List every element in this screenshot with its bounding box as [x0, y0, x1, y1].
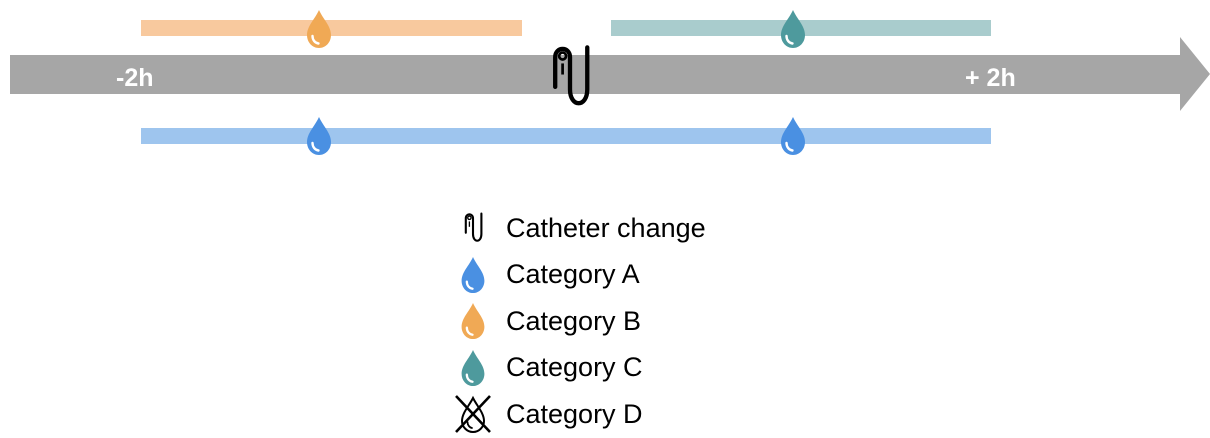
crossed-drop-icon — [455, 395, 491, 434]
blue-drop-icon — [460, 255, 486, 294]
legend-item-category-b: Category B — [450, 298, 706, 345]
category-b-drop-icon — [305, 9, 333, 49]
legend-item-catheter-change: Catheter change — [450, 205, 706, 252]
legend-label: Category D — [506, 398, 643, 429]
legend-item-category-c: Category C — [450, 345, 706, 392]
legend: Catheter change Category A Category B Ca… — [450, 205, 706, 438]
category-c-drop-icon — [779, 9, 807, 49]
teal-drop-icon — [460, 348, 486, 387]
legend-item-category-d: Category D — [450, 391, 706, 438]
category-b-bar — [141, 20, 522, 36]
category-a-bar — [141, 128, 991, 144]
legend-label: Category A — [506, 259, 640, 290]
end-time-label: + 2h — [965, 64, 1016, 92]
timeline-diagram: -2h + 2h — [10, 9, 1210, 156]
category-a-drop-icon-after — [779, 116, 807, 156]
legend-label: Catheter change — [506, 212, 706, 243]
catheter-icon — [464, 212, 483, 243]
category-a-drop-icon-before — [305, 116, 333, 156]
timeline-arrow — [10, 37, 1210, 111]
legend-item-category-a: Category A — [450, 252, 706, 299]
legend-label: Category B — [506, 305, 642, 336]
legend-label: Category C — [506, 352, 643, 383]
start-time-label: -2h — [116, 64, 154, 92]
orange-drop-icon — [460, 302, 486, 341]
